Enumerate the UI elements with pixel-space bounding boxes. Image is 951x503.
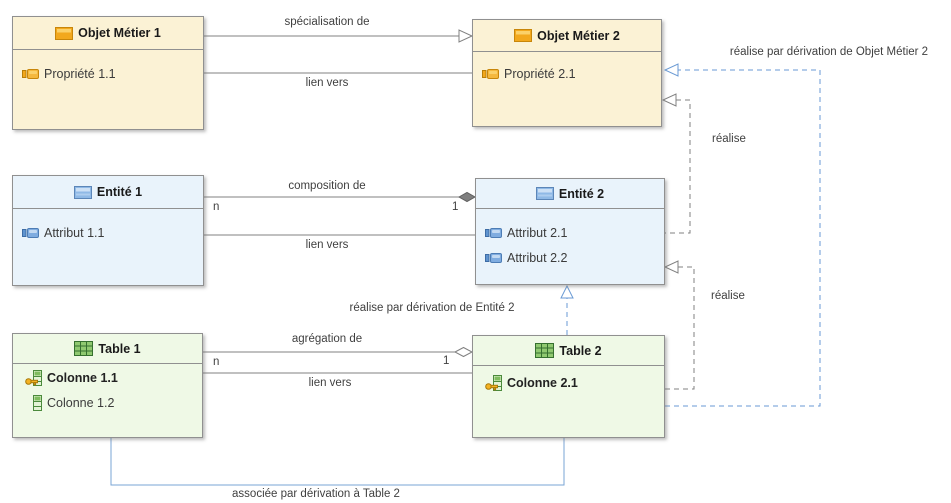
column-item[interactable]: Colonne 1.2: [13, 390, 202, 415]
link-realise-ent2[interactable]: [560, 284, 574, 335]
link-label-realise: réalise: [712, 133, 746, 145]
property-icon: [22, 68, 39, 79]
link-label-agregation: agrégation de: [291, 333, 363, 345]
multiplicity-n: n: [213, 201, 220, 213]
node-header: Entité 2: [476, 179, 664, 209]
attribute-item[interactable]: Attribut 2.2: [476, 245, 664, 270]
node-title: Entité 1: [96, 185, 143, 199]
item-label: Attribut 2.1: [507, 225, 568, 240]
node-header: Objet Métier 2: [473, 20, 661, 52]
node-objet-metier-2[interactable]: Objet Métier 2 Propriété 2.1: [472, 19, 662, 127]
node-title: Table 1: [98, 341, 141, 356]
node-header: Entité 1: [13, 176, 203, 209]
node-entite-1[interactable]: Entité 1 Attribut 1.1: [12, 175, 204, 286]
open-triangle-arrow-icon: [560, 284, 574, 299]
business-object-icon: [55, 26, 74, 40]
column-icon: [25, 369, 42, 386]
link-specialisation[interactable]: [204, 29, 474, 43]
node-body: Attribut 2.1 Attribut 2.2: [476, 209, 664, 270]
key-icon: [25, 377, 39, 386]
link-label-realise-ent2: réalise par dérivation de Entité 2: [349, 302, 515, 314]
node-table-2[interactable]: Table 2 Colonne 2.1: [472, 335, 665, 438]
item-label: Attribut 2.2: [507, 250, 568, 265]
link-associee-derivation[interactable]: [110, 438, 565, 486]
filled-diamond-icon: [457, 191, 477, 203]
node-entite-2[interactable]: Entité 2 Attribut 2.1 Attribut 2.2: [475, 178, 665, 285]
link-label-realise-om: réalise par dérivation de Objet Métier 2: [729, 46, 929, 58]
node-title: Entité 2: [558, 186, 605, 201]
item-label: Colonne 1.1: [47, 370, 118, 385]
link-label-lien-entites: lien vers: [305, 239, 349, 251]
key-icon: [485, 382, 499, 391]
column-icon: [485, 374, 502, 391]
link-realise-om[interactable]: [663, 63, 821, 407]
column-item-pk[interactable]: Colonne 1.1: [13, 365, 202, 390]
attribute-item[interactable]: Attribut 1.1: [13, 220, 203, 245]
link-label-associee: associée par dérivation à Table 2: [232, 488, 400, 500]
link-composition[interactable]: [204, 191, 477, 203]
node-header: Table 1: [13, 334, 202, 364]
open-triangle-arrow-icon: [458, 29, 474, 43]
link-label-lien-tables: lien vers: [308, 377, 352, 389]
table-icon: [535, 343, 555, 358]
business-object-icon: [514, 29, 533, 42]
open-triangle-arrow-icon: [661, 93, 677, 107]
open-triangle-arrow-icon: [663, 63, 679, 77]
property-item[interactable]: Propriété 2.1: [473, 61, 661, 86]
link-label-composition: composition de: [288, 180, 366, 192]
entity-icon: [73, 185, 92, 199]
link-agregation[interactable]: [203, 346, 474, 358]
multiplicity-1: 1: [452, 201, 459, 213]
multiplicity-1: 1: [443, 355, 450, 367]
entity-icon: [535, 187, 554, 200]
attribute-icon: [485, 252, 502, 263]
node-body: Propriété 2.1: [473, 52, 661, 86]
link-realise-ent-vers-om[interactable]: [661, 93, 691, 234]
link-realise-tab-vers-ent[interactable]: [663, 260, 695, 390]
column-item-pk[interactable]: Colonne 2.1: [473, 370, 664, 395]
table-icon: [74, 341, 94, 356]
node-objet-metier-1[interactable]: Objet Métier 1 Propriété 1.1: [12, 16, 204, 130]
item-label: Colonne 1.2: [47, 395, 115, 410]
node-header: Table 2: [473, 336, 664, 366]
attribute-icon: [485, 227, 502, 238]
node-title: Table 2: [559, 343, 602, 358]
node-title: Objet Métier 2: [537, 28, 620, 43]
node-body: Propriété 1.1: [13, 50, 203, 86]
node-title: Objet Métier 1: [78, 26, 161, 40]
node-body: Attribut 1.1: [13, 209, 203, 245]
node-body: Colonne 1.1 Colonne 1.2: [13, 364, 202, 415]
property-icon: [482, 68, 499, 79]
node-table-1[interactable]: Table 1 Colonne 1.1 Colonne 1.2: [12, 333, 203, 438]
property-item[interactable]: Propriété 1.1: [13, 61, 203, 86]
column-icon: [33, 394, 42, 411]
item-label: Colonne 2.1: [507, 375, 578, 390]
attribute-icon: [22, 227, 39, 238]
open-diamond-icon: [453, 346, 474, 358]
multiplicity-n: n: [213, 356, 220, 368]
open-triangle-arrow-icon: [663, 260, 679, 274]
item-label: Propriété 2.1: [504, 66, 576, 81]
item-label: Attribut 1.1: [44, 225, 105, 240]
link-label-lien-objets: lien vers: [305, 77, 349, 89]
node-header: Objet Métier 1: [13, 17, 203, 50]
attribute-item[interactable]: Attribut 2.1: [476, 220, 664, 245]
node-body: Colonne 2.1: [473, 370, 664, 395]
item-label: Propriété 1.1: [44, 66, 116, 81]
link-label-realise: réalise: [711, 290, 745, 302]
link-label-specialisation: spécialisation de: [284, 16, 370, 28]
